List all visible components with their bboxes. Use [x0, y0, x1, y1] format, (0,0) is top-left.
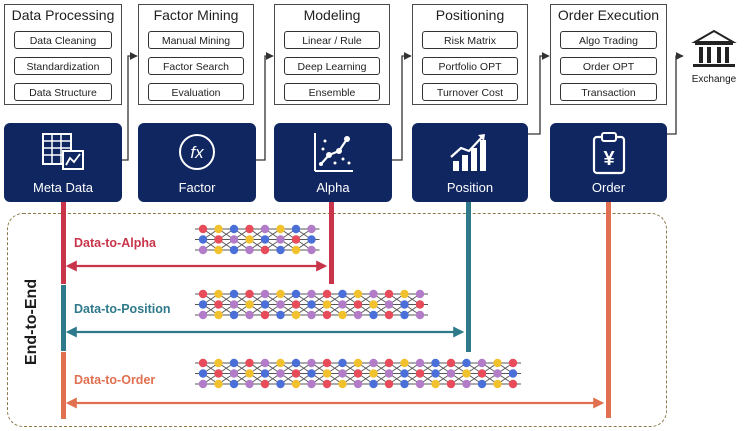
flow-label-data-to-position: Data-to-Position [74, 302, 171, 316]
end-to-end-text: End-to-End [23, 278, 40, 366]
connector-line [122, 52, 138, 161]
exchange-label: Exchange [691, 74, 737, 85]
bank-building-icon [691, 29, 737, 67]
order-bracket [61, 352, 66, 419]
node-factor: fx Factor [138, 123, 256, 202]
step-box: Order OPT [560, 57, 657, 75]
node-label: Order [591, 180, 626, 195]
step-box: Risk Matrix [422, 31, 518, 49]
stage-data-processing: Data Processing Data Cleaning Standardiz… [4, 4, 122, 105]
yen-clipboard-icon: ¥ [592, 132, 625, 175]
step-box: Data Structure [14, 83, 112, 101]
step-box: Manual Mining [148, 31, 244, 49]
end-to-end-frame [7, 213, 667, 427]
node-position: Position [412, 123, 528, 202]
connector-line [528, 52, 550, 135]
node-label: Alpha [316, 180, 350, 195]
exchange: Exchange [683, 28, 745, 88]
node-alpha: Alpha [274, 123, 392, 202]
step-box: Factor Search [148, 57, 244, 75]
alpha-bracket [61, 202, 66, 284]
node-label: Meta Data [33, 180, 93, 195]
flow-label-data-to-order: Data-to-Order [74, 373, 156, 387]
position-drop-line [466, 202, 471, 352]
step-box: Portfolio OPT [422, 57, 518, 75]
step-box: Deep Learning [284, 57, 380, 75]
spreadsheet-chart-icon [42, 133, 84, 170]
connector-line [392, 52, 412, 161]
step-box: Turnover Cost [422, 83, 518, 101]
stage-factor-mining: Factor Mining Manual Mining Factor Searc… [138, 4, 254, 105]
step-box: Linear / Rule [284, 31, 380, 49]
step-box: Transaction [560, 83, 657, 101]
position-bracket [61, 285, 66, 351]
connector-line [666, 52, 684, 135]
step-box: Algo Trading [560, 31, 657, 49]
stage-title: Order Execution [557, 7, 660, 23]
stage-order-execution: Order Execution Algo Trading Order OPT T… [550, 4, 667, 105]
step-box: Evaluation [148, 83, 244, 101]
svg-text:¥: ¥ [603, 148, 615, 170]
scatter-trend-icon [314, 133, 353, 172]
fx-function-icon: fx [179, 134, 215, 170]
stage-positioning: Positioning Risk Matrix Portfolio OPT Tu… [412, 4, 528, 105]
order-drop-line [606, 202, 611, 418]
end-to-end-label: End-to-End [12, 278, 52, 366]
flow-label-data-to-alpha: Data-to-Alpha [74, 236, 156, 250]
node-label: Factor [178, 180, 216, 195]
stage-title: Positioning [435, 7, 505, 23]
node-meta-data: Meta Data [4, 123, 122, 202]
stage-title: Factor Mining [153, 7, 239, 23]
step-box: Ensemble [284, 83, 380, 101]
connector-line [256, 52, 274, 161]
alpha-drop-line [329, 202, 334, 284]
step-box: Standardization [14, 57, 112, 75]
node-label: Position [446, 180, 494, 195]
bar-growth-icon [450, 134, 486, 171]
stage-modeling: Modeling Linear / Rule Deep Learning Ens… [274, 4, 390, 105]
svg-text:fx: fx [190, 143, 204, 162]
node-order: ¥ Order [550, 123, 667, 202]
stage-title: Data Processing [11, 7, 115, 23]
stage-title: Modeling [303, 7, 361, 23]
step-box: Data Cleaning [14, 31, 112, 49]
